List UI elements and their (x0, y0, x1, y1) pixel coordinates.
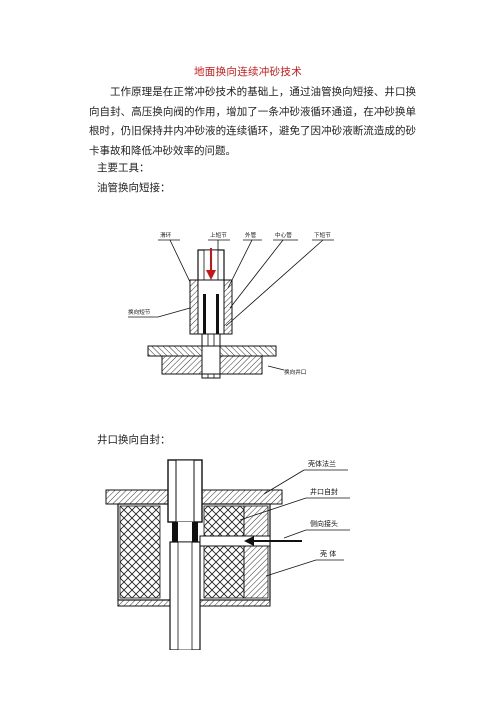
document-title: 地面换向连续冲砂技术 (194, 66, 302, 78)
figure2-svg: 壳体法兰 井口自封 侧向接头 壳 体 (105, 459, 350, 650)
label-shengguan: 外管 (245, 231, 257, 239)
label-jingkou-zifeng: 井口自封 (310, 487, 338, 496)
tool1-heading: 油管换向短接： (97, 182, 171, 194)
label-shangduanjie: 上短节 (210, 231, 227, 239)
label-keti: 壳 体 (320, 549, 336, 558)
figure1-svg: 滑环 上短节 外管 中心管 下短节 (128, 231, 334, 379)
figure-wellhead-self-seal: 壳体法兰 井口自封 侧向接头 壳 体 (104, 450, 384, 650)
label-zhongxinguan: 中心管 (275, 231, 292, 239)
label-cexiang-jietou: 侧向接头 (310, 519, 338, 528)
figure-tubing-reversing-joint: 滑环 上短节 外管 中心管 下短节 (118, 228, 358, 380)
label-huanxiangjingkou: 换向井口 (284, 368, 306, 376)
tool2-heading: 井口换向自封： (97, 434, 171, 446)
label-huanxiangduanjie: 换向短节 (128, 308, 151, 316)
tools-heading: 主要工具： (97, 162, 150, 174)
label-keti-falan: 壳体法兰 (308, 459, 336, 468)
label-huanhuan: 滑环 (160, 231, 172, 239)
principle-paragraph: 工作原理是在正常冲砂技术的基础上，通过油管换向短接、井口换向自封、高压换向阀的作… (89, 86, 416, 157)
label-xiaduanjie: 下短节 (314, 231, 331, 239)
